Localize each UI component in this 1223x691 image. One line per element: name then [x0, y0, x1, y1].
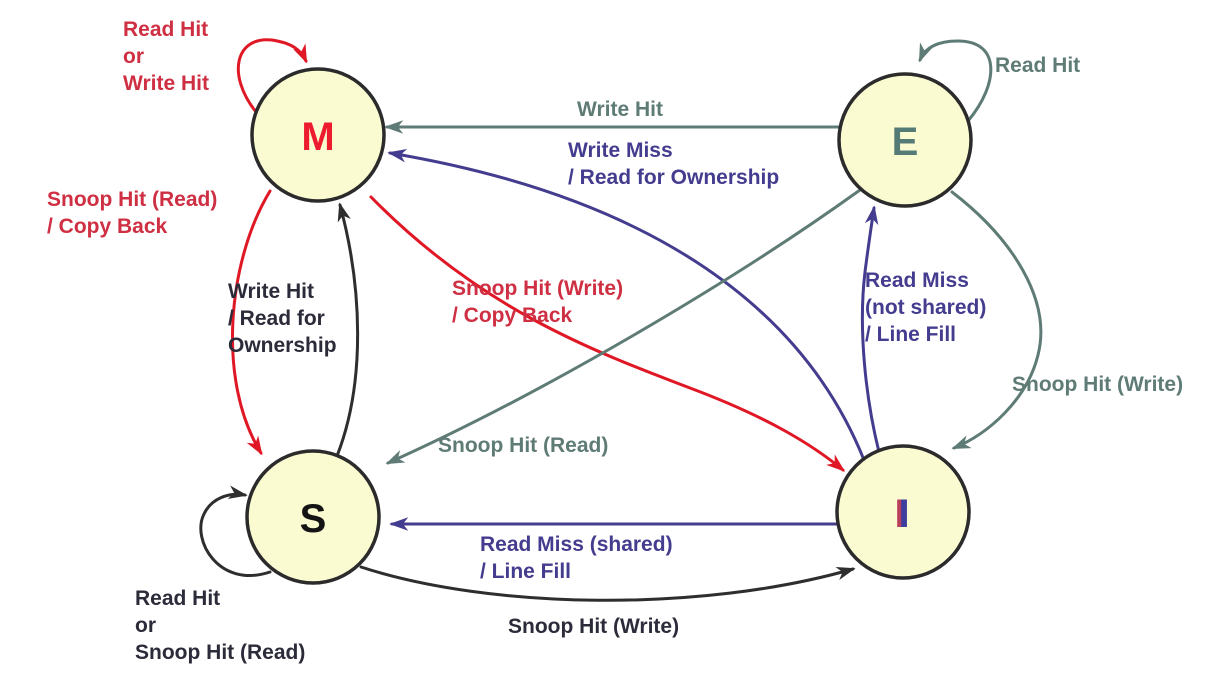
transition-label-m-self-line-3: Write Hit	[123, 72, 209, 95]
transition-label-i-to-e-line-2: (not shared)	[865, 296, 986, 319]
transition-label-e-self: Read Hit	[995, 54, 1080, 77]
transition-label-i-to-e-line-1: Read Miss	[865, 269, 969, 292]
transition-label-s-to-m-line-3: Ownership	[228, 334, 337, 357]
state-label-i-shadow: I	[894, 492, 905, 536]
self-loop-arrow-s	[199, 485, 272, 577]
transition-arrow-i-to-m	[387, 149, 866, 462]
transition-label-s-to-m-line-1: Write Hit	[228, 280, 314, 303]
transition-arrow-m-to-s	[231, 189, 272, 456]
transition-label-s-self: Read Hit or Snoop Hit (Read)	[135, 587, 305, 664]
transition-label-s-self-line-2: or	[135, 614, 156, 637]
transition-arrow-s-to-i	[359, 565, 856, 602]
transition-label-i-to-m-line-2: / Read for Ownership	[568, 166, 779, 189]
state-label-s: S	[300, 497, 327, 541]
transition-arrow-m-to-i	[369, 195, 846, 472]
state-circle-m	[250, 67, 386, 203]
transition-label-e-to-s-line-1: Snoop Hit (Read)	[438, 434, 608, 457]
transition-label-m-self-line-1: Read Hit	[123, 18, 208, 41]
transition-label-e-to-m: Write Hit	[577, 98, 663, 121]
transition-label-s-to-m-line-2: / Read for	[228, 307, 325, 330]
transition-arrow-e-to-s	[385, 188, 862, 465]
transition-label-m-to-i: Snoop Hit (Write) / Copy Back	[452, 277, 623, 327]
transition-label-s-self-line-3: Snoop Hit (Read)	[135, 641, 305, 664]
self-loop-arrow-m	[236, 38, 308, 114]
transition-label-e-to-i: Snoop Hit (Write)	[1012, 373, 1183, 396]
transition-arrow-s-to-m	[335, 202, 360, 458]
transition-label-m-to-s-line-2: / Copy Back	[47, 215, 168, 238]
transition-label-e-to-s: Snoop Hit (Read)	[438, 434, 608, 457]
transition-label-e-to-m-line-1: Write Hit	[577, 98, 663, 121]
state-circle-i	[835, 444, 971, 580]
state-label-i: I	[898, 492, 909, 536]
state-label-e: E	[892, 120, 919, 164]
transition-arrow-i-to-e	[860, 205, 881, 454]
transition-label-m-to-i-line-2: / Copy Back	[452, 304, 573, 327]
self-loop-arrow-e	[918, 39, 993, 123]
transition-label-s-self-line-1: Read Hit	[135, 587, 220, 610]
transition-arrow-e-to-i	[950, 190, 1043, 450]
transition-label-m-to-s: Snoop Hit (Read) / Copy Back	[47, 188, 217, 238]
transition-label-m-self-line-2: or	[123, 45, 144, 68]
transition-label-m-self: Read Hit or Write Hit	[123, 18, 209, 95]
transition-label-e-self-line-1: Read Hit	[995, 54, 1080, 77]
transition-label-s-to-i-line-1: Snoop Hit (Write)	[508, 615, 679, 638]
transition-label-m-to-s-line-1: Snoop Hit (Read)	[47, 188, 217, 211]
transition-label-s-to-i: Snoop Hit (Write)	[508, 615, 679, 638]
transition-label-m-to-i-line-1: Snoop Hit (Write)	[452, 277, 623, 300]
transition-label-i-to-m-line-1: Write Miss	[568, 139, 673, 162]
transition-label-i-to-e: Read Miss (not shared) / Line Fill	[865, 269, 986, 346]
transition-label-s-to-m: Write Hit / Read for Ownership	[228, 280, 337, 357]
transition-label-e-to-i-line-1: Snoop Hit (Write)	[1012, 373, 1183, 396]
transition-label-i-to-s-line-1: Read Miss (shared)	[480, 533, 673, 556]
transition-label-i-to-e-line-3: / Line Fill	[865, 323, 956, 346]
transition-label-i-to-m: Write Miss / Read for Ownership	[568, 139, 779, 189]
transition-label-i-to-s: Read Miss (shared) / Line Fill	[480, 533, 673, 583]
transition-label-i-to-s-line-2: / Line Fill	[480, 560, 571, 583]
state-label-m: M	[301, 115, 334, 159]
state-circle-s	[245, 449, 381, 585]
state-circle-e	[837, 72, 973, 208]
